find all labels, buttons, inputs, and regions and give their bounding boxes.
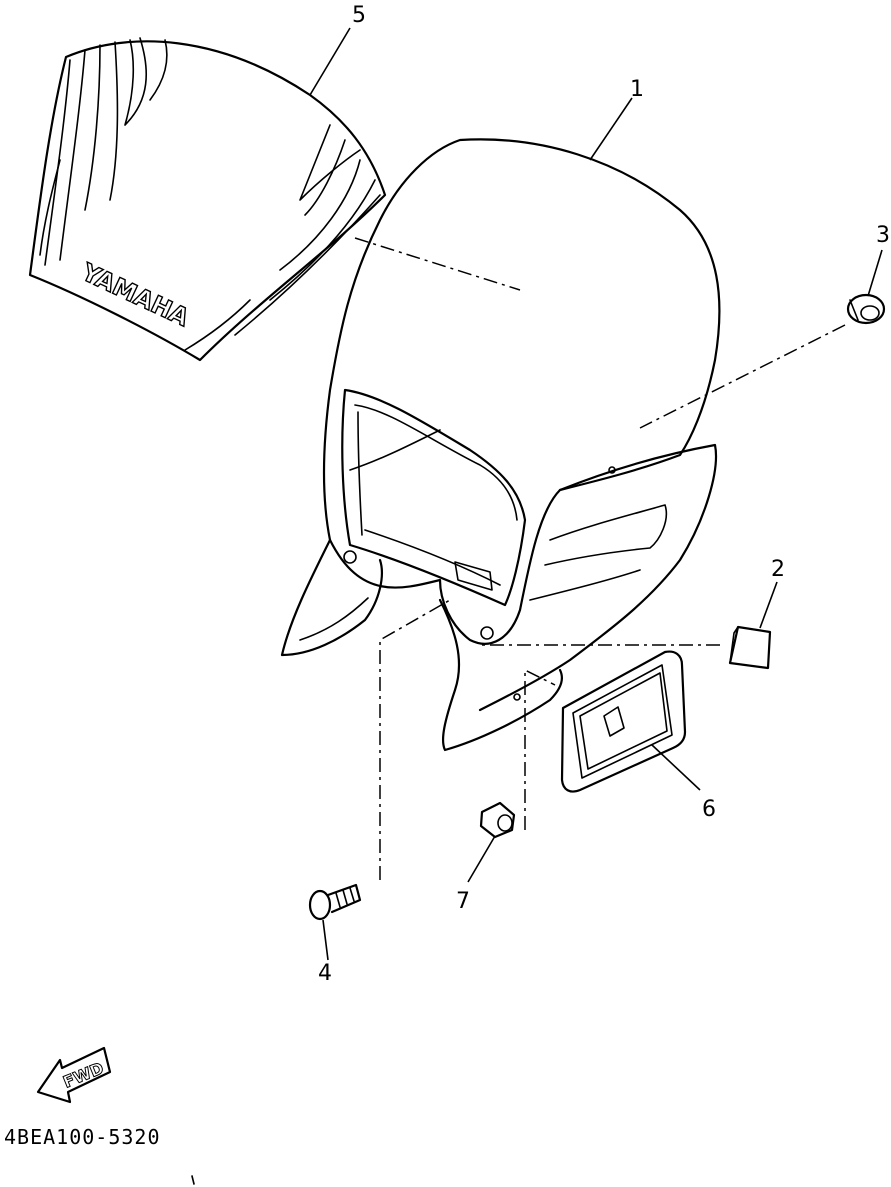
reflector-part-6 bbox=[560, 650, 687, 793]
callout-2: 2 bbox=[771, 557, 785, 582]
callout-1: 1 bbox=[630, 77, 644, 102]
callout-4: 4 bbox=[318, 961, 332, 986]
diagram-code: 4BEA100-5320 bbox=[4, 1125, 161, 1149]
windshield-part-5: YAMAHA bbox=[28, 37, 387, 362]
leader-lines bbox=[309, 27, 883, 961]
screw-part-4 bbox=[308, 883, 362, 921]
cowling-part-1 bbox=[280, 138, 721, 752]
callout-3: 3 bbox=[876, 223, 890, 248]
forward-arrow-icon: FWD bbox=[36, 1046, 112, 1104]
grommet-part-3 bbox=[846, 293, 886, 325]
callout-6: 6 bbox=[702, 797, 716, 822]
pad-part-2 bbox=[728, 625, 772, 670]
assembly-lines bbox=[354, 237, 846, 880]
callout-7: 7 bbox=[456, 889, 470, 914]
windshield-brand-text: YAMAHA bbox=[77, 258, 194, 332]
callout-5: 5 bbox=[352, 3, 366, 28]
nut-part-7 bbox=[479, 801, 516, 839]
fwd-label: FWD bbox=[60, 1058, 106, 1091]
